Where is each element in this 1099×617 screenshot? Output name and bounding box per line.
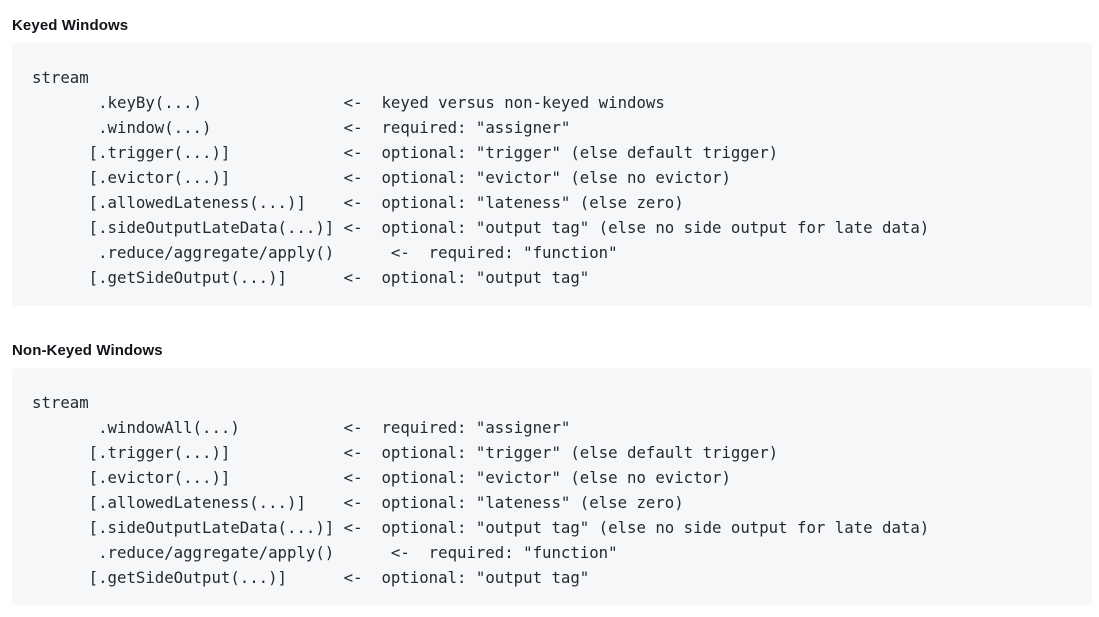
- code-text-keyed-windows: stream .keyBy(...) <- keyed versus non-k…: [32, 68, 930, 287]
- code-block-non-keyed-windows: stream .windowAll(...) <- required: "ass…: [12, 368, 1092, 605]
- code-text-non-keyed-windows: stream .windowAll(...) <- required: "ass…: [32, 393, 930, 587]
- section-heading-non-keyed-windows: Non-Keyed Windows: [12, 342, 163, 359]
- section-heading-keyed-windows: Keyed Windows: [12, 17, 129, 34]
- code-block-keyed-windows: stream .keyBy(...) <- keyed versus non-k…: [12, 43, 1092, 306]
